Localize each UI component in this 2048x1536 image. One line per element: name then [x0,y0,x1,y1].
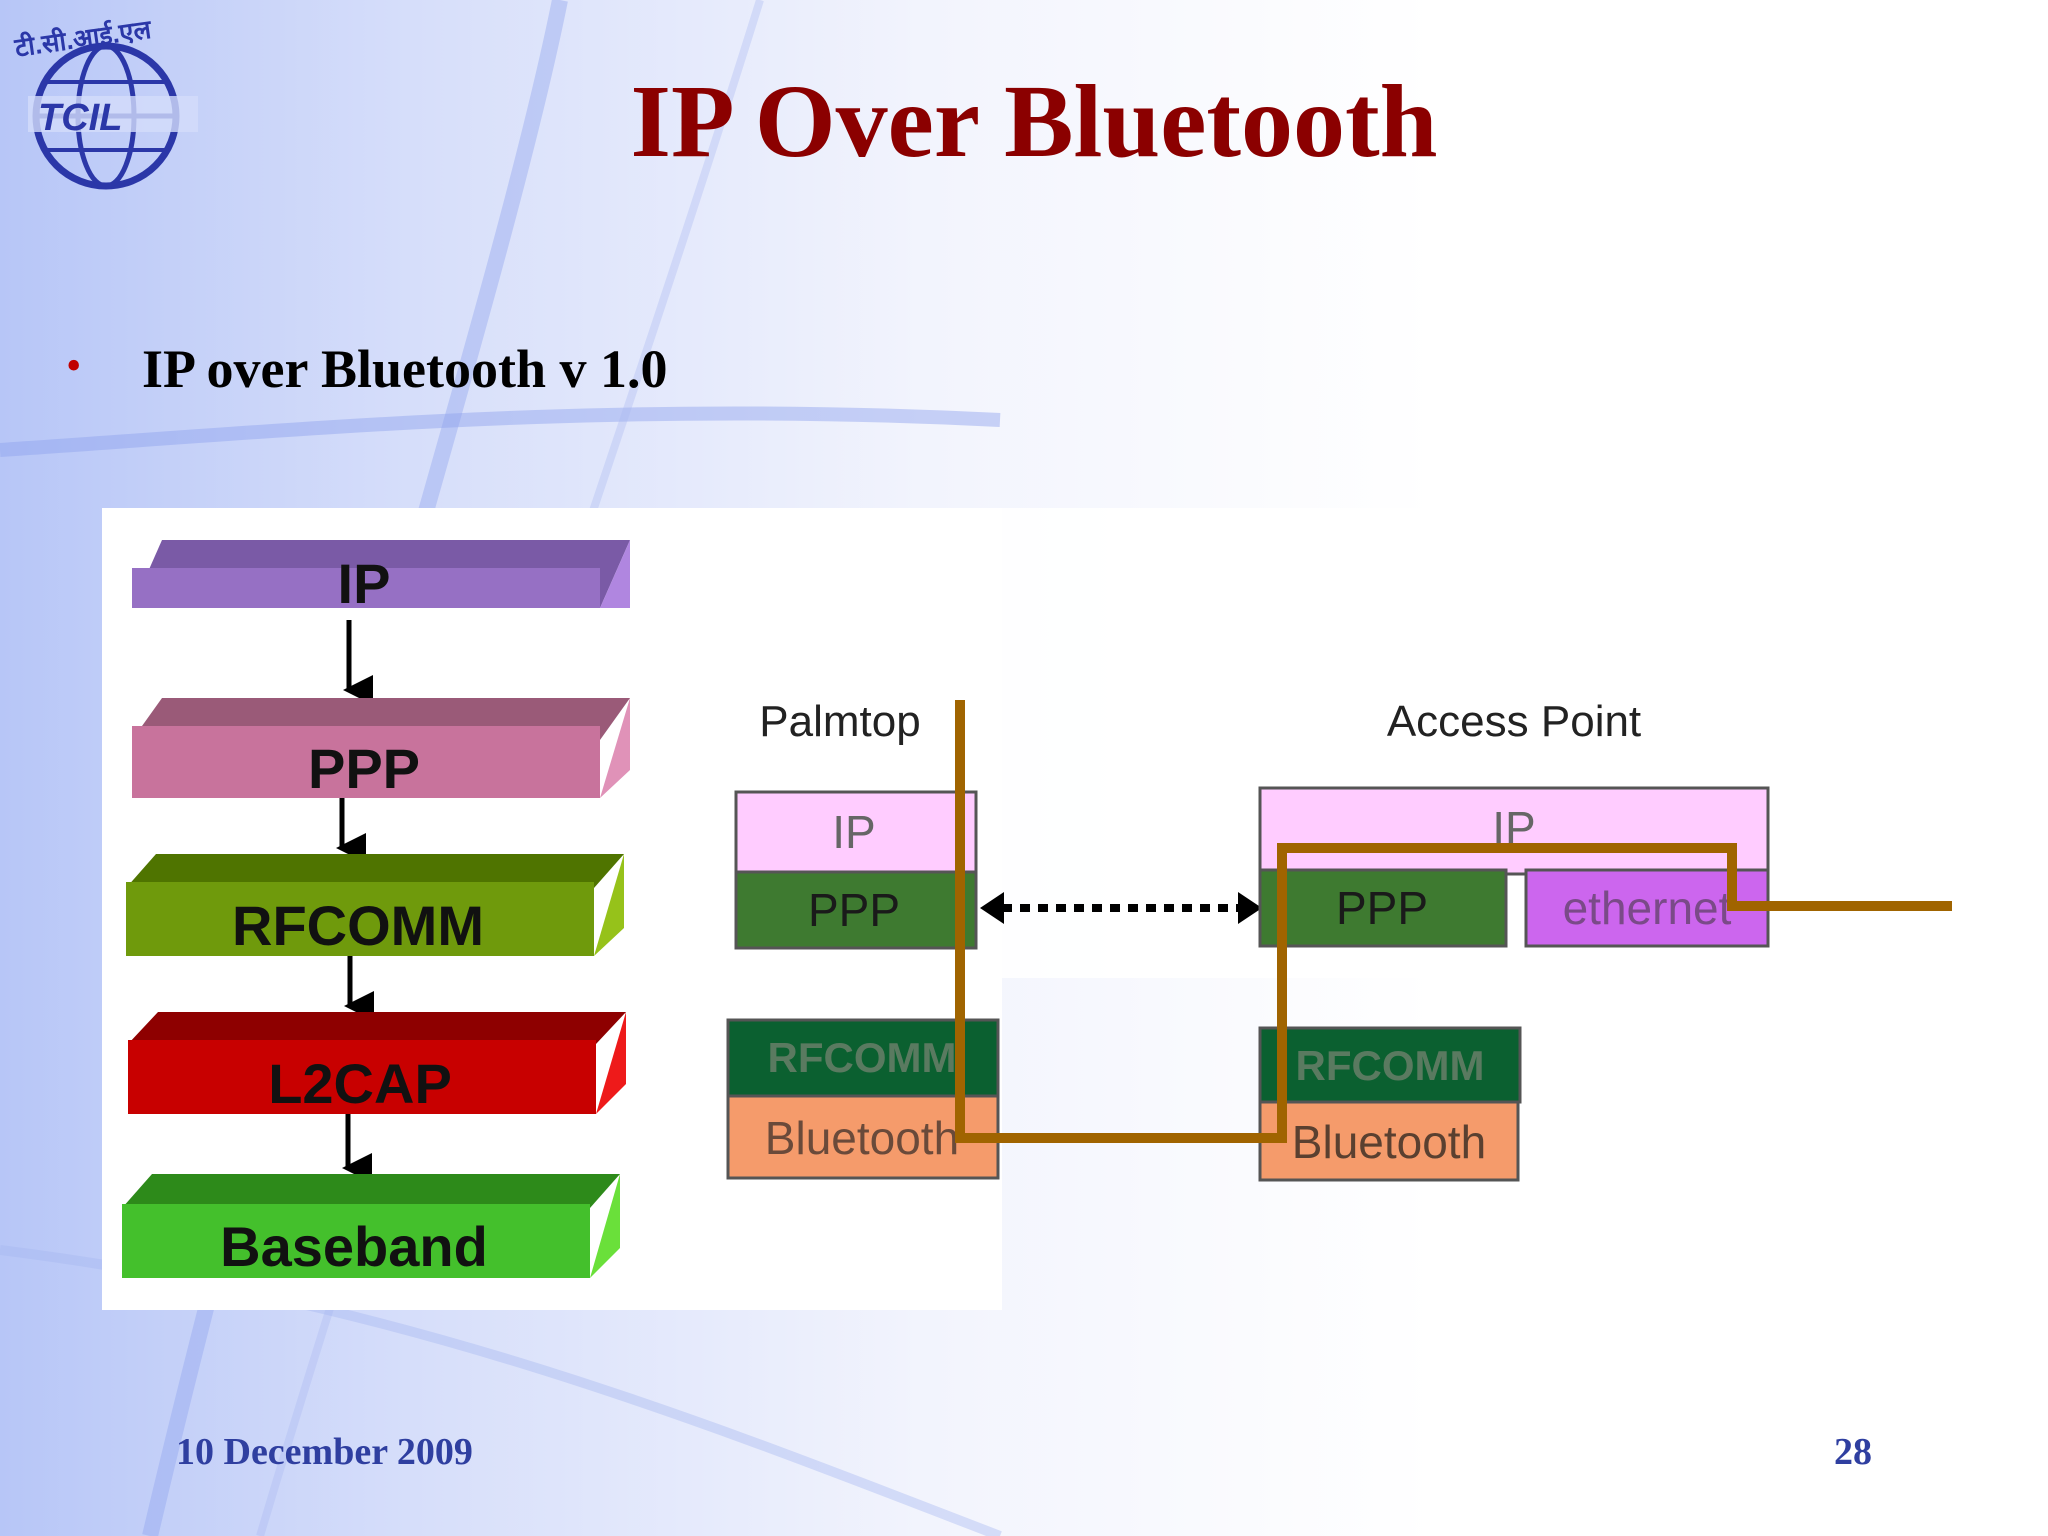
access-point-stack: Access Point IP PPP ethernet RFCOMM Blue… [1258,697,1770,1182]
stack-layer-rfcomm: RFCOMM [126,854,624,957]
palmtop-ppp-box [734,870,978,950]
svg-text:L2CAP: L2CAP [268,1052,452,1115]
svg-text:Palmtop: Palmtop [759,697,920,746]
protocol-stack: IP PPP RFCOMM L2CAP [122,540,630,1278]
protocol-diagram: IP PPP RFCOMM L2CAP [102,508,1970,1310]
svg-text:RFCOMM: RFCOMM [232,894,484,957]
palmtop-stack: Palmtop IP PPP RFCOMM Bluetooth [726,697,1000,1180]
stack-layer-baseband: Baseband [122,1174,620,1278]
data-path-line [955,700,1952,1143]
palmtop-bluetooth-box [726,1094,1000,1180]
svg-text:Baseband: Baseband [220,1215,488,1278]
svg-text:ethernet: ethernet [1563,882,1732,934]
page-number: 28 [1834,1431,1872,1473]
svg-text:TCIL: TCIL [38,97,122,139]
svg-text:Bluetooth: Bluetooth [1292,1116,1486,1168]
svg-text:RFCOMM: RFCOMM [768,1034,957,1081]
svg-text:IP: IP [338,552,391,615]
stack-layer-l2cap: L2CAP [128,1012,626,1115]
svg-text:Access Point: Access Point [1387,697,1641,746]
stack-layer-ip: IP [132,540,630,615]
svg-text:PPP: PPP [1336,882,1428,934]
ap-ppp-box [1258,868,1508,948]
tcil-globe-logo-icon: TCIL टी.सी.आई.एल [12,14,198,190]
ppp-link-arrow [980,892,1262,924]
svg-text:PPP: PPP [308,737,420,800]
ap-ip-box [1258,786,1770,876]
svg-text:टी.सी.आई.एल: टी.सी.आई.एल [12,14,154,63]
palmtop-ip-box [734,790,978,884]
svg-text:IP: IP [832,806,875,858]
svg-text:PPP: PPP [808,884,900,936]
svg-text:Bluetooth: Bluetooth [765,1112,959,1164]
slide-title: IP Over Bluetooth [630,64,1438,179]
bullet-text: IP over Bluetooth v 1.0 [142,339,668,399]
ap-bluetooth-box [1258,1100,1520,1182]
bullet-dot: • [66,341,82,390]
svg-text:RFCOMM: RFCOMM [1296,1042,1485,1089]
footer-date: 10 December 2009 [176,1431,473,1473]
stack-layer-ppp: PPP [132,698,630,800]
